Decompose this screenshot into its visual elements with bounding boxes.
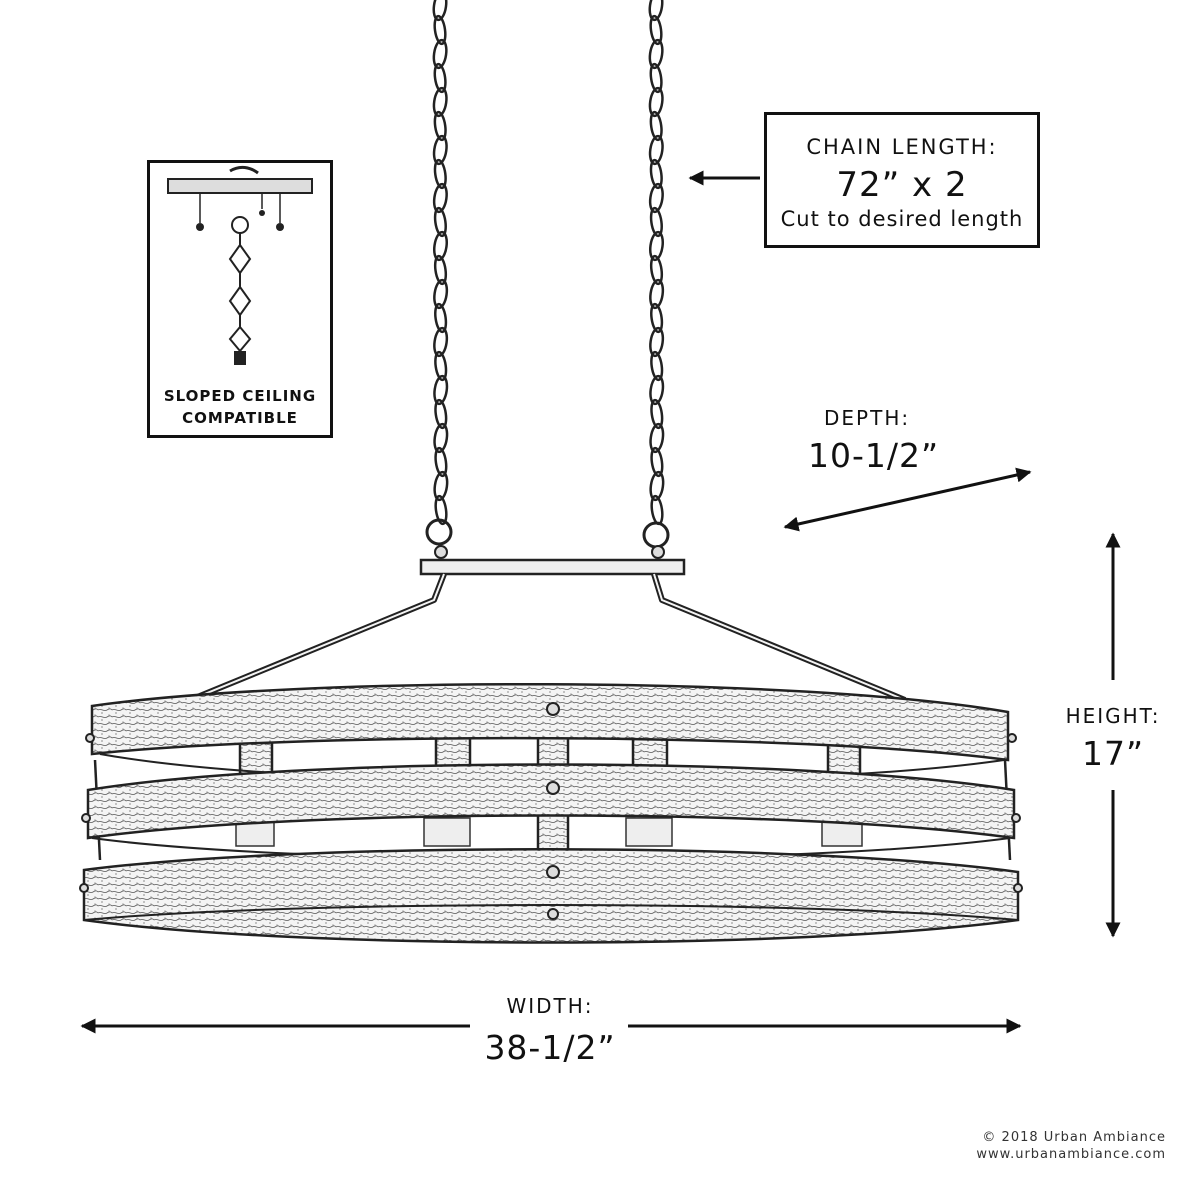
chain-link [649,110,663,142]
chain-link [649,422,665,454]
website-text: www.urbanambiance.com [976,1147,1166,1162]
chain-link [433,278,449,310]
right-arm [651,573,907,703]
chain-link [649,206,663,238]
chain-link [433,374,449,406]
chain-link [434,350,448,382]
chain-link [650,350,664,382]
height-value: 17” [1081,734,1145,773]
chain-length-title: CHAIN LENGTH: [806,135,998,159]
chain-link [433,470,449,502]
chain-link [433,110,447,142]
left-chain [432,0,449,526]
chain-link [434,302,448,334]
sloped-ceiling-canopy-icon [167,165,313,365]
chain-link [648,0,664,22]
chain-link [649,470,665,502]
chain-link [432,182,448,214]
chain-link [649,14,663,46]
chain-link [434,494,448,526]
chain-link [433,326,449,358]
drum-shade [79,682,1023,944]
width-title: WIDTH: [506,994,594,1018]
crossbar [419,558,686,576]
sloped-ceiling-line1: SLOPED CEILING [163,387,317,405]
chain-link [432,38,448,70]
chain-length-note: Cut to desired length [780,207,1024,231]
chain-link [648,230,665,262]
width-value: 38-1/2” [484,1028,616,1067]
chain-link [650,446,664,478]
right-chain [648,0,665,526]
chain-link [432,230,449,262]
chain-link [648,86,664,118]
chain-link [648,182,664,214]
chain-link [649,254,664,286]
chain-length-callout: CHAIN LENGTH: 72” x 2 Cut to desired len… [764,112,1040,248]
sloped-ceiling-inset: SLOPED CEILING COMPATIBLE [147,160,333,438]
copyright-text: © 2018 Urban Ambiance [982,1130,1166,1145]
chain-link [650,302,664,334]
left-arm [188,572,447,703]
chain-link [650,398,664,430]
chain-link [648,38,664,70]
chain-link [434,398,448,430]
chain-link [432,86,448,118]
height-title: HEIGHT: [1065,704,1161,728]
chain-link [649,278,665,310]
right-ring [642,521,670,549]
chain-link [433,422,449,454]
chain-link [433,62,447,94]
depth-title: DEPTH: [824,406,911,430]
depth-arrow [783,467,1032,532]
chain-link [649,158,663,190]
chain-link [649,326,665,358]
chain-link [432,0,448,22]
chain-link [434,446,448,478]
chain-link [433,158,447,190]
chain-link [649,374,665,406]
chain-link [432,134,448,166]
chain-link [433,14,447,46]
depth-value: 10-1/2” [808,436,940,475]
sloped-ceiling-line2: COMPATIBLE [182,409,298,427]
left-ring [425,518,453,546]
chain-length-value: 72” x 2 [836,165,968,205]
chain-link [649,62,663,94]
chain-link [648,134,664,166]
chain-link [433,206,447,238]
chain-link [433,254,448,286]
